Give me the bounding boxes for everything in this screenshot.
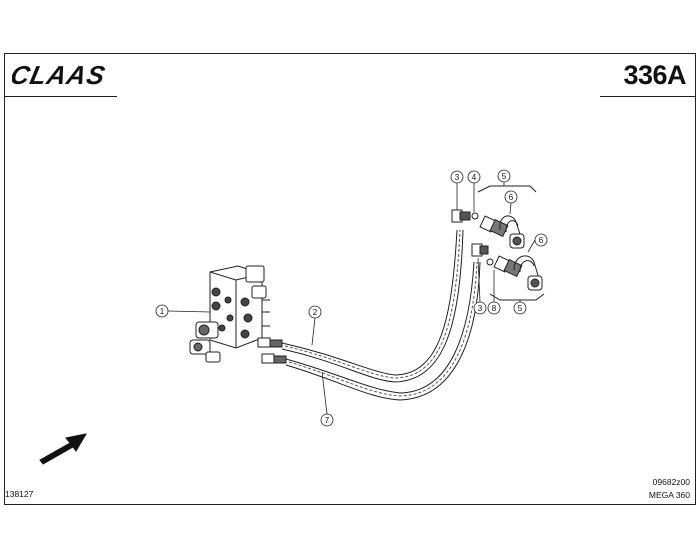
drawing-frame [4, 53, 696, 505]
callout-3-upper: 3 [450, 170, 464, 184]
svg-text:2: 2 [313, 308, 318, 317]
upper-coupling-assembly [451, 209, 525, 249]
logo-divider [4, 96, 117, 97]
svg-text:6: 6 [539, 236, 544, 245]
hydraulic-hose-2 [281, 229, 464, 383]
drawing-number: 138127 [5, 489, 34, 499]
model-name: MEGA 360 [648, 490, 690, 500]
direction-arrow-icon [39, 433, 87, 465]
callout-7: 7 [320, 413, 334, 427]
callout-6-upper: 6 [504, 190, 518, 204]
svg-text:3: 3 [455, 173, 460, 182]
hydraulic-hose-7 [285, 261, 481, 401]
svg-text:1: 1 [160, 307, 165, 316]
callout-2: 2 [308, 305, 322, 319]
logo-text: CLAAS [12, 60, 108, 90]
callout-1: 1 [155, 304, 169, 318]
page-code-divider [600, 96, 696, 97]
bracket-5-bottom [489, 293, 545, 301]
figure-code: 09682z00 [652, 477, 690, 487]
callouts: 1 2 7 3 4 5 6 6 3 8 5 [155, 169, 548, 427]
callout-5-upper: 5 [497, 169, 511, 183]
callout-4: 4 [467, 170, 481, 184]
page-code: 336A [623, 60, 686, 90]
svg-text:5: 5 [502, 172, 507, 181]
callout-5-lower: 5 [513, 301, 527, 315]
svg-text:6: 6 [509, 193, 514, 202]
svg-text:8: 8 [492, 304, 497, 313]
bracket-5-top [477, 185, 537, 193]
svg-text:4: 4 [472, 173, 477, 182]
valve-block [189, 265, 270, 363]
lower-coupling-assembly [471, 243, 543, 291]
svg-text:3: 3 [478, 304, 483, 313]
callout-8: 8 [487, 301, 501, 315]
hose-fittings-block [257, 337, 287, 364]
svg-text:7: 7 [325, 416, 330, 425]
claas-logo: CLAAS [12, 60, 108, 90]
callout-3-lower: 3 [473, 301, 487, 315]
callout-6-lower: 6 [534, 233, 548, 247]
svg-text:5: 5 [518, 304, 523, 313]
leader-lines [167, 182, 536, 415]
